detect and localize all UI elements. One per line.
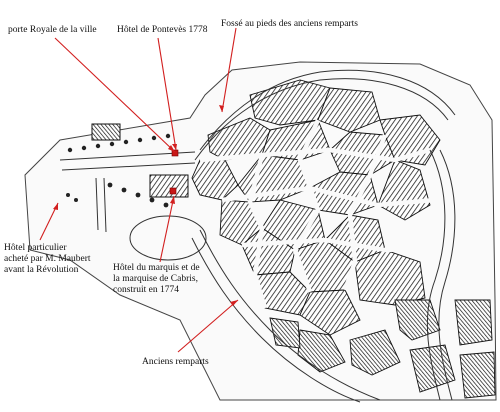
arrow-porte (54, 37, 176, 153)
building-markers (169, 149, 179, 195)
tree-rows (66, 133, 171, 208)
annotation-hotel-maubert: Hôtel particulier acheté par M. Maubert … (4, 243, 91, 275)
cours-place (129, 215, 207, 261)
annotation-hotel-cabris: Hôtel du marquis et de la marquise de Ca… (113, 263, 200, 295)
south-east-blocks (269, 299, 496, 399)
annotation-porte-royale: porte Royale de la ville (8, 25, 97, 35)
arrow-cabris (159, 195, 175, 263)
arrow-fosse (221, 27, 237, 113)
annotation-arrows (39, 27, 239, 353)
outer-roads (59, 69, 456, 403)
arrow-heads (53, 105, 238, 306)
arrow-remparts (177, 299, 239, 353)
annotation-anciens-remparts: Anciens remparts (142, 357, 209, 367)
annotation-fosse: Fossé au pieds des anciens remparts (221, 19, 358, 29)
arrow-pontevès (157, 37, 177, 151)
porte-building (91, 123, 121, 141)
streets (199, 119, 436, 309)
west-building (149, 174, 189, 198)
annotation-hotel-ponteves: Hôtel de Pontevès 1778 (117, 25, 208, 35)
